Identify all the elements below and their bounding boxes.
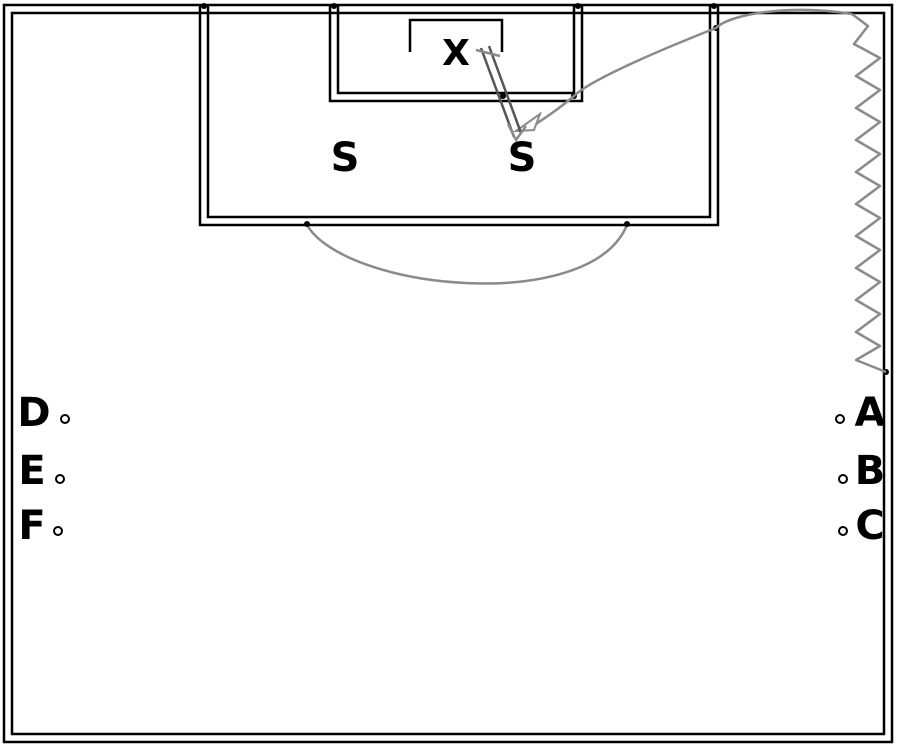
cone-e-label: E: [18, 448, 45, 494]
cone-b-marker: [838, 474, 848, 484]
goalkeeper-label: X: [442, 33, 470, 74]
cone-c-marker: [838, 526, 848, 536]
zigzag-dribble-path: [851, 13, 887, 374]
cone-b-label: B: [855, 448, 886, 494]
penalty-arc: [305, 224, 629, 285]
cone-a-label: A: [855, 390, 886, 436]
player-s-left: S: [331, 135, 360, 181]
pitch-boundary: [2, 3, 894, 744]
curved-run-arrowhead: [512, 111, 543, 133]
cone-d-marker: [60, 414, 70, 424]
cone-f-marker: [53, 526, 63, 536]
cone-f: F: [18, 503, 63, 549]
penalty-area: [198, 5, 720, 227]
pass-arrows: [475, 45, 528, 143]
goal-frame: [408, 18, 504, 52]
pass-arrow-to-striker: [479, 47, 516, 138]
cone-d: D: [17, 390, 70, 436]
cone-a-marker: [835, 414, 845, 424]
cone-a: A: [835, 390, 886, 436]
cone-d-label: D: [17, 390, 50, 436]
line-junction-dots: [201, 3, 889, 375]
curved-run-path: [529, 8, 853, 130]
player-s-right: S: [508, 135, 537, 181]
goal-area: [328, 5, 584, 103]
cone-e: E: [18, 448, 65, 494]
pass-arrow-to-keeper: [487, 45, 523, 134]
cone-b: B: [838, 448, 886, 494]
cone-c-label: C: [855, 503, 884, 549]
cone-c: C: [838, 503, 885, 549]
cone-f-label: F: [18, 503, 45, 549]
cone-e-marker: [55, 474, 65, 484]
